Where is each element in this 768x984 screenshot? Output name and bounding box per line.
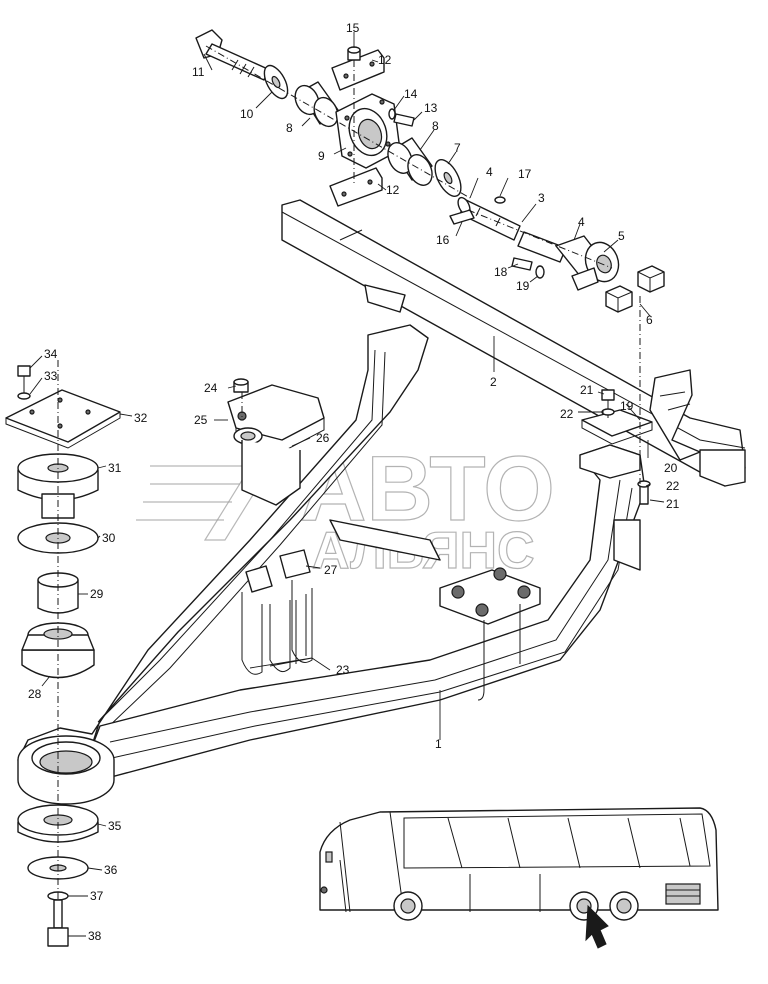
callout-27: 27 bbox=[324, 563, 338, 577]
callout-35: 35 bbox=[108, 819, 122, 833]
callout-12b: 12 bbox=[386, 183, 400, 197]
callout-6: 6 bbox=[646, 313, 653, 327]
callout-34: 34 bbox=[44, 347, 58, 361]
washer-7 bbox=[434, 159, 462, 197]
clamp-plate-center bbox=[439, 567, 541, 701]
bolt-38 bbox=[47, 899, 69, 947]
callout-20: 20 bbox=[664, 461, 678, 475]
washer-33 bbox=[17, 392, 31, 400]
callout-17: 17 bbox=[518, 167, 532, 181]
bolt-18 bbox=[511, 257, 533, 271]
sleeve-29 bbox=[37, 572, 79, 614]
bushing-5 bbox=[571, 241, 620, 291]
callout-21b: 21 bbox=[666, 497, 680, 511]
callout-37: 37 bbox=[90, 889, 104, 903]
callout-1: 1 bbox=[435, 737, 442, 751]
callout-23: 23 bbox=[336, 663, 350, 677]
u-bolt-set bbox=[241, 549, 313, 675]
callout-4b: 4 bbox=[578, 215, 585, 229]
callout-4a: 4 bbox=[486, 165, 493, 179]
callout-3: 3 bbox=[538, 191, 545, 205]
bolt-13 bbox=[393, 113, 415, 127]
plate-12-upper bbox=[331, 49, 385, 91]
callout-29: 29 bbox=[90, 587, 104, 601]
callout-10: 10 bbox=[240, 107, 254, 121]
callout-19a: 19 bbox=[516, 279, 530, 293]
callout-18: 18 bbox=[494, 265, 508, 279]
washer-19 bbox=[535, 265, 545, 279]
plate-12-lower bbox=[329, 167, 383, 207]
callout-9: 9 bbox=[318, 149, 325, 163]
bolt-21-right bbox=[601, 389, 615, 418]
washer-32-plate bbox=[5, 389, 121, 449]
bolt-24 bbox=[233, 378, 249, 393]
callout-22a: 22 bbox=[560, 407, 574, 421]
callout-12a: 12 bbox=[378, 53, 392, 67]
bus-silhouette bbox=[319, 807, 719, 921]
callout-19b: 19 bbox=[620, 399, 634, 413]
callout-30: 30 bbox=[102, 531, 116, 545]
callout-31: 31 bbox=[108, 461, 122, 475]
bushing-8-lower bbox=[387, 137, 433, 186]
callout-22b: 22 bbox=[666, 479, 680, 493]
cube-6b bbox=[605, 285, 633, 313]
callout-15: 15 bbox=[346, 21, 360, 35]
callout-16: 16 bbox=[436, 233, 450, 247]
bolt-11 bbox=[195, 29, 271, 81]
bolt-21-lower bbox=[637, 480, 651, 505]
callout-7: 7 bbox=[454, 141, 461, 155]
callout-36: 36 bbox=[104, 863, 118, 877]
leader-lines bbox=[29, 32, 665, 937]
bracket-9 bbox=[335, 93, 401, 169]
callout-labels: 1 2 3 4 4 5 6 7 8 8 9 10 11 12 12 13 14 … bbox=[28, 21, 680, 943]
callout-13: 13 bbox=[424, 101, 438, 115]
callout-21a: 21 bbox=[580, 383, 594, 397]
callout-25: 25 bbox=[194, 413, 208, 427]
callout-11: 11 bbox=[192, 65, 205, 79]
callout-2: 2 bbox=[490, 375, 497, 389]
callout-14: 14 bbox=[404, 87, 418, 101]
callout-32: 32 bbox=[134, 411, 148, 425]
assembly-centerlines bbox=[57, 45, 641, 900]
callout-26: 26 bbox=[316, 431, 330, 445]
bolt-34 bbox=[17, 365, 31, 394]
mount-bracket-25 bbox=[227, 384, 325, 506]
callout-8b: 8 bbox=[432, 119, 439, 133]
callout-38: 38 bbox=[88, 929, 102, 943]
washer-10 bbox=[263, 64, 289, 100]
callout-8a: 8 bbox=[286, 121, 293, 135]
a-frame-arm bbox=[17, 324, 646, 805]
callout-5: 5 bbox=[618, 229, 625, 243]
callout-24: 24 bbox=[204, 381, 218, 395]
pointer-arrow-icon bbox=[585, 904, 609, 949]
callout-33: 33 bbox=[44, 369, 58, 383]
bushing-8-upper bbox=[294, 81, 339, 128]
cube-6a bbox=[637, 265, 665, 293]
callout-28: 28 bbox=[28, 687, 42, 701]
nut-17 bbox=[494, 196, 506, 204]
bolt-16 bbox=[449, 209, 475, 225]
nut-15 bbox=[347, 46, 361, 61]
washer-14 bbox=[388, 108, 396, 120]
